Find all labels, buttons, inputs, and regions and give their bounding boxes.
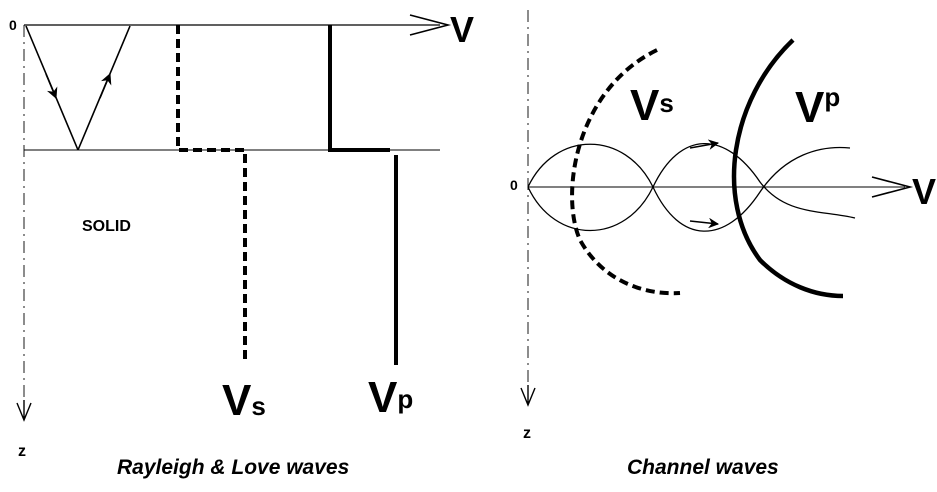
channel-ray-upper-arrow — [689, 139, 720, 150]
left-origin-label: 0 — [9, 17, 17, 33]
vp-label-left: Vp — [368, 373, 413, 422]
vs-label-left-subscript: s — [251, 391, 265, 421]
vs-label-right-subscript: s — [659, 88, 673, 118]
right-origin-label: 0 — [510, 177, 518, 193]
ray-reflected-arrow — [99, 72, 112, 99]
vp-label-left-symbol: V — [368, 373, 398, 422]
right-caption: Channel waves — [627, 456, 779, 479]
solid-label: SOLID — [82, 218, 131, 235]
vs-label-left-symbol: V — [222, 376, 252, 425]
vp-profile-left-upper — [328, 25, 390, 152]
left-v-axis-label: V — [450, 9, 474, 50]
vs-profile-right — [570, 48, 681, 296]
left-v-axis-arrowhead — [409, 14, 452, 36]
left-z-axis-label: z — [18, 443, 26, 460]
channel-ray-lower-arrow — [689, 217, 720, 229]
right-z-axis-arrowhead — [520, 385, 536, 407]
channel-ray-upper — [527, 143, 851, 232]
vs-label-right-symbol: V — [630, 81, 660, 130]
vp-label-left-subscript: p — [397, 384, 413, 414]
vp-label-right-symbol: V — [795, 83, 825, 132]
ray-incident-arrow — [45, 73, 58, 100]
right-v-axis-label: V — [912, 171, 936, 212]
vp-label-right-subscript: p — [824, 82, 840, 112]
vp-profile-right — [731, 38, 844, 299]
channel-ray-lower — [527, 142, 856, 231]
vs-label-right: Vs — [630, 81, 674, 130]
right-panel: z 0 V Vs Vp Channel waves — [510, 10, 936, 479]
vp-label-right: Vp — [795, 82, 840, 132]
left-panel: 0 V z SOLID Vs Vp Rayleigh & Lov — [9, 9, 474, 479]
left-z-axis-arrowhead — [16, 400, 32, 422]
right-z-axis-label: z — [523, 425, 531, 442]
vs-profile-left — [176, 25, 247, 362]
right-v-axis-arrowhead — [871, 176, 914, 198]
vs-label-left: Vs — [222, 376, 266, 425]
left-caption: Rayleigh & Love waves — [117, 456, 349, 479]
